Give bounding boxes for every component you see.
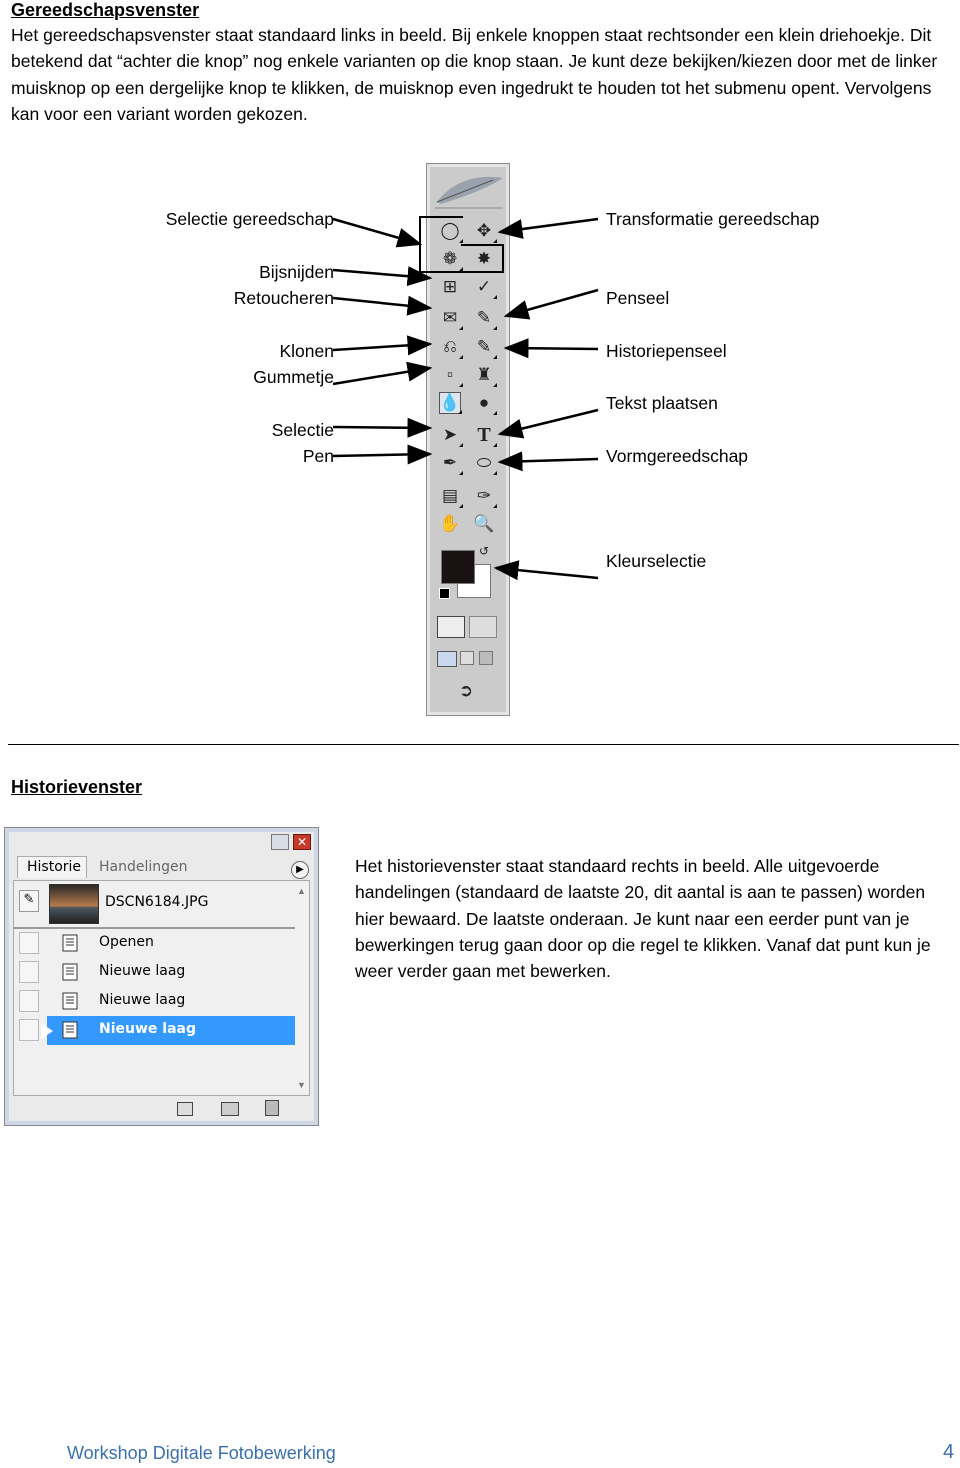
active-row-highlight bbox=[47, 1016, 295, 1045]
zoom-tool-icon[interactable]: 🔍 bbox=[473, 514, 495, 533]
history-state-icon bbox=[62, 934, 78, 952]
section-divider bbox=[8, 744, 959, 745]
paint-bucket-icon[interactable]: ♜ bbox=[473, 364, 497, 387]
quick-mask-button[interactable] bbox=[469, 616, 497, 638]
screen-mode-full-button[interactable] bbox=[479, 651, 493, 665]
history-state-icon bbox=[62, 963, 78, 981]
history-snapshot-row[interactable]: ✎ DSCN6184.JPG bbox=[13, 880, 295, 926]
standard-mode-button[interactable] bbox=[437, 616, 465, 638]
label-klonen: Klonen bbox=[279, 341, 335, 361]
healing-brush-icon[interactable]: ✉ bbox=[439, 307, 463, 330]
screen-mode-standard-button[interactable] bbox=[437, 651, 457, 667]
minimize-icon[interactable] bbox=[271, 834, 289, 850]
label-transformatie-gereedschap: Transformatie gereedschap bbox=[606, 209, 820, 229]
feather-logo-icon bbox=[435, 176, 503, 209]
screen-mode-full-menu-button[interactable] bbox=[460, 651, 474, 665]
toolbox-screenshot: ◯ ✥ ❁ ✸ ⊞ ✓ ✉ ✎ ⎌ ✎ ▫ ♜ 💧 ● ➤ T ✒ ⬭ ▤ ✑ … bbox=[426, 163, 510, 716]
crop-tool-icon[interactable]: ⊞ bbox=[442, 277, 458, 296]
history-brush-source-box[interactable] bbox=[19, 990, 39, 1012]
tab-historie[interactable] bbox=[17, 856, 87, 878]
label-retoucheren: Retoucheren bbox=[233, 288, 334, 308]
toolbox-arrows bbox=[332, 217, 599, 581]
eyedropper-icon[interactable]: ✑ bbox=[473, 485, 497, 508]
label-tekst-plaatsen: Tekst plaatsen bbox=[606, 393, 718, 413]
tab-handelingen-label[interactable]: Handelingen bbox=[99, 859, 188, 875]
label-pen: Pen bbox=[302, 446, 334, 466]
tab-historie-label: Historie bbox=[27, 859, 82, 875]
label-kleurselectie: Kleurselectie bbox=[606, 551, 707, 571]
type-tool-icon[interactable]: T bbox=[473, 424, 497, 447]
panel-menu-icon[interactable]: ▶ bbox=[291, 861, 309, 879]
history-state-icon bbox=[62, 992, 78, 1010]
label-selectie-gereedschap: Selectie gereedschap bbox=[165, 209, 334, 229]
section-title-gereedschapsvenster: Gereedschapsvenster bbox=[11, 0, 200, 20]
page-number: 4 bbox=[943, 1441, 955, 1463]
snapshot-thumbnail bbox=[49, 884, 99, 924]
history-brush-source-box[interactable] bbox=[19, 961, 39, 983]
list-item[interactable]: Nieuwe laag bbox=[13, 987, 295, 1016]
delete-state-icon[interactable] bbox=[265, 1100, 279, 1116]
lasso-tool-icon[interactable]: ❁ bbox=[439, 248, 463, 271]
snapshot-name: DSCN6184.JPG bbox=[105, 894, 209, 910]
shape-tool-icon[interactable]: ⬭ bbox=[473, 452, 497, 475]
dodge-tool-icon[interactable]: ● bbox=[473, 392, 497, 415]
label-vormgereedschap: Vormgereedschap bbox=[606, 446, 749, 466]
history-brush-source-box[interactable] bbox=[19, 1019, 39, 1041]
move-tool-icon[interactable]: ✥ bbox=[473, 220, 497, 243]
history-brush-source-box[interactable] bbox=[19, 932, 39, 954]
section-paragraph-historievenster: Het historievenster staat standaard rech… bbox=[355, 856, 931, 982]
default-colors-icon[interactable] bbox=[439, 588, 450, 599]
snapshot-brush-icon: ✎ bbox=[19, 890, 39, 912]
swap-colors-icon[interactable]: ↺ bbox=[478, 544, 490, 558]
section-title-historievenster: Historievenster bbox=[11, 777, 143, 797]
list-divider bbox=[13, 927, 295, 929]
label-selectie: Selectie bbox=[271, 420, 334, 440]
history-state-icon bbox=[62, 1021, 78, 1039]
brush-tool-icon[interactable]: ✎ bbox=[473, 307, 497, 330]
eraser-tool-icon[interactable]: ▫ bbox=[439, 364, 463, 387]
close-icon[interactable]: ✕ bbox=[293, 834, 311, 850]
path-selection-icon[interactable]: ➤ bbox=[439, 424, 463, 447]
marquee-tool-icon[interactable]: ◯ bbox=[440, 221, 463, 243]
label-historiepenseel: Historiepenseel bbox=[606, 341, 727, 361]
jump-to-imageready-icon[interactable]: ➲ bbox=[458, 681, 474, 700]
clone-stamp-icon[interactable]: ⎌ bbox=[439, 336, 463, 359]
blur-tool-icon[interactable]: 💧 bbox=[439, 392, 462, 414]
footer-title: Workshop Digitale Fotobewerking bbox=[67, 1443, 336, 1463]
label-penseel: Penseel bbox=[606, 288, 670, 308]
section-paragraph-gereedschapsvenster: Het gereedschapsvenster staat standaard … bbox=[11, 25, 938, 124]
pen-tool-icon[interactable]: ✒ bbox=[439, 452, 463, 475]
current-state-slider-icon[interactable] bbox=[41, 1023, 53, 1039]
hand-tool-icon[interactable]: ✋ bbox=[439, 514, 461, 533]
scroll-down-icon[interactable]: ▼ bbox=[297, 1080, 306, 1090]
notes-tool-icon[interactable]: ▤ bbox=[439, 485, 463, 508]
scroll-up-icon[interactable]: ▲ bbox=[297, 886, 306, 896]
history-panel-screenshot: ✕ Historie Handelingen ▶ ✎ DSCN6184.JPG … bbox=[4, 827, 319, 1126]
history-state-label: Nieuwe laag bbox=[99, 992, 186, 1008]
new-snapshot-icon[interactable] bbox=[221, 1102, 239, 1116]
slice-tool-icon[interactable]: ✓ bbox=[473, 276, 497, 299]
label-bijsnijden: Bijsnijden bbox=[259, 262, 334, 282]
label-gummetje: Gummetje bbox=[253, 367, 334, 387]
history-brush-icon[interactable]: ✎ bbox=[473, 336, 497, 359]
list-item[interactable]: Openen bbox=[13, 929, 295, 958]
history-state-label: Nieuwe laag bbox=[99, 1021, 196, 1037]
list-item[interactable]: Nieuwe laag bbox=[13, 958, 295, 987]
foreground-color-swatch[interactable] bbox=[441, 550, 475, 584]
magic-wand-icon[interactable]: ✸ bbox=[476, 249, 492, 268]
new-document-from-state-icon[interactable] bbox=[177, 1102, 193, 1116]
history-state-label: Openen bbox=[99, 934, 154, 950]
list-item-active[interactable]: Nieuwe laag bbox=[13, 1016, 295, 1045]
selection-tools-highlight-right bbox=[461, 244, 504, 273]
history-state-label: Nieuwe laag bbox=[99, 963, 186, 979]
